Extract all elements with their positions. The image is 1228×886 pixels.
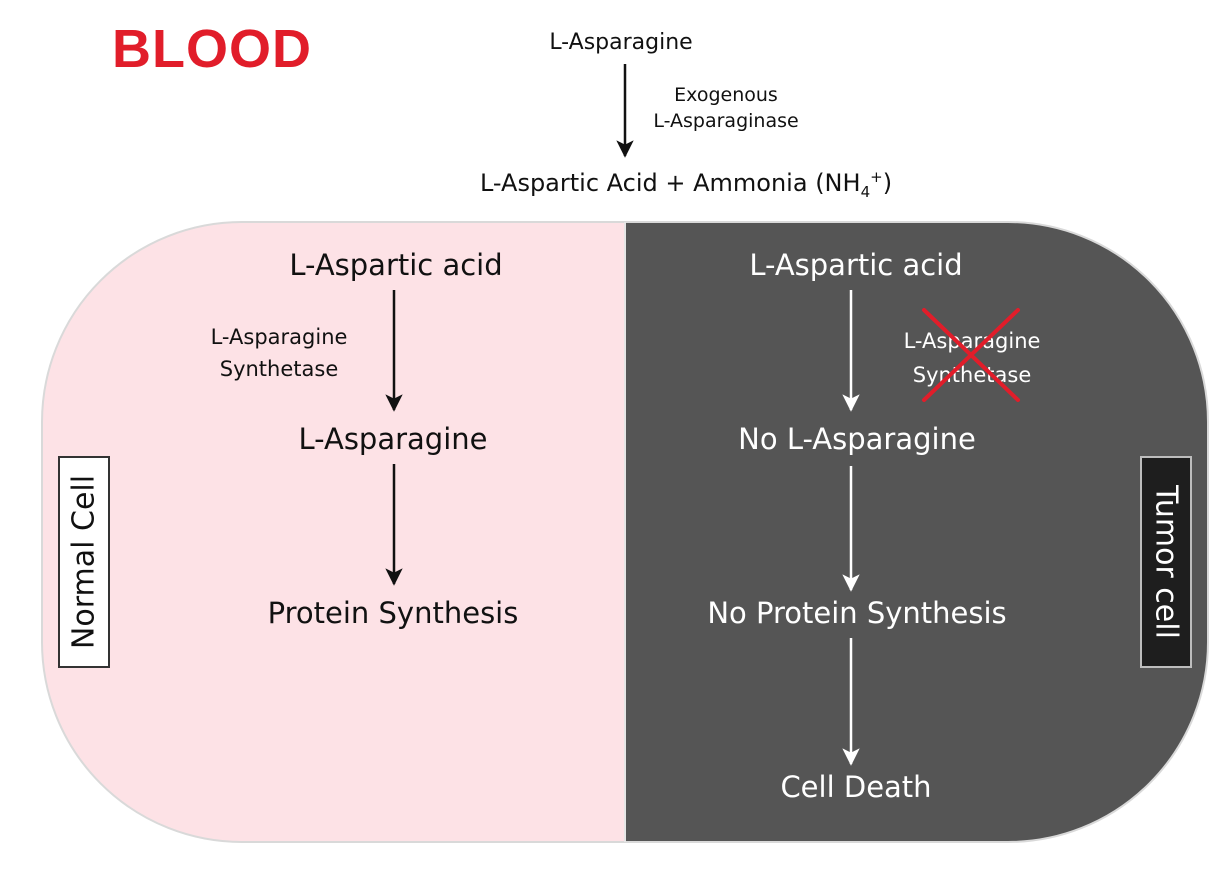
tumor-cell-label-box: Tumor cell (1140, 456, 1192, 668)
blood-products-superscript: + (870, 168, 883, 186)
blood-products-text: L-Aspartic Acid + Ammonia (NH (479, 169, 861, 197)
tumor-step-aspartic-acid: L-Aspartic acid (749, 248, 963, 282)
tumor-cell-label: Tumor cell (1148, 485, 1184, 639)
normal-enzyme: L-Asparagine Synthetase (211, 322, 348, 384)
tumor-enzyme-line1: L-Asparagine (903, 329, 1041, 353)
blood-products: L-Aspartic Acid + Ammonia (NH4+) (480, 168, 892, 201)
normal-cell-label: Normal Cell (66, 474, 102, 650)
normal-enzyme-line2: Synthetase (219, 357, 339, 381)
normal-step-aspartic-acid: L-Aspartic acid (289, 248, 503, 282)
normal-cell-region (42, 222, 625, 842)
blood-title: BLOOD (112, 19, 312, 79)
blood-substrate: L-Asparagine (549, 30, 693, 55)
tumor-cell-region (625, 222, 1208, 842)
blood-enzyme-line2: L-Asparaginase (653, 110, 799, 132)
normal-cell-label-box: Normal Cell (58, 456, 110, 668)
blood-products-subscript: 4 (860, 182, 871, 201)
blood-enzyme-line1: Exogenous (674, 84, 778, 106)
tumor-enzyme-line2: Synthetase (912, 363, 1032, 387)
blood-enzyme: Exogenous L-Asparaginase (653, 80, 798, 136)
tumor-step-no-asparagine: No L-Asparagine (738, 422, 976, 456)
tumor-enzyme: L-Asparagine Synthetase (904, 325, 1041, 391)
normal-enzyme-line1: L-Asparagine (210, 325, 348, 349)
tumor-step-cell-death: Cell Death (780, 770, 932, 804)
blood-products-close: ) (882, 169, 893, 197)
tumor-step-no-protein-synthesis: No Protein Synthesis (707, 596, 1007, 630)
normal-step-asparagine: L-Asparagine (298, 422, 488, 456)
normal-step-protein-synthesis: Protein Synthesis (267, 596, 519, 630)
